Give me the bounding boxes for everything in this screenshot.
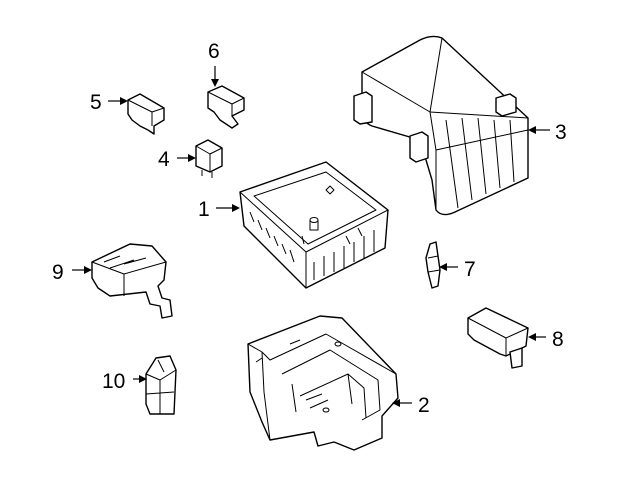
callout-7: 7	[439, 258, 476, 281]
part-7-mini-fuse	[425, 241, 441, 289]
part-5-blade-fuse	[127, 93, 165, 135]
callout-10: 10	[102, 370, 147, 393]
callout-label-7: 7	[464, 258, 476, 281]
callout-label-4: 4	[158, 148, 170, 171]
callout-label-2: 2	[418, 394, 430, 417]
callout-label-5: 5	[90, 91, 102, 114]
callout-label-10: 10	[102, 370, 125, 393]
callout-4: 4	[158, 148, 196, 171]
part-2-lower-housing	[247, 315, 399, 451]
callout-label-9: 9	[52, 261, 64, 284]
callout-2: 2	[392, 394, 430, 417]
part-9-connector-cover	[91, 243, 173, 319]
callout-label-1: 1	[198, 198, 210, 221]
callout-9: 9	[52, 261, 92, 284]
part-1-fuse-box-tray	[239, 161, 389, 289]
callout-8: 8	[528, 328, 564, 351]
part-4-relay	[195, 139, 223, 178]
callout-6: 6	[208, 40, 220, 87]
part-10-fuse-holder	[145, 355, 177, 415]
callout-3: 3	[528, 121, 567, 144]
callout-label-3: 3	[555, 121, 567, 144]
part-3-fuse-box-cover	[353, 35, 529, 216]
part-8-relay-block	[467, 307, 529, 369]
callout-5: 5	[90, 91, 128, 114]
callout-label-8: 8	[552, 328, 564, 351]
part-6-fuse	[207, 85, 245, 129]
callout-label-6: 6	[208, 40, 220, 63]
callout-1: 1	[198, 198, 240, 221]
